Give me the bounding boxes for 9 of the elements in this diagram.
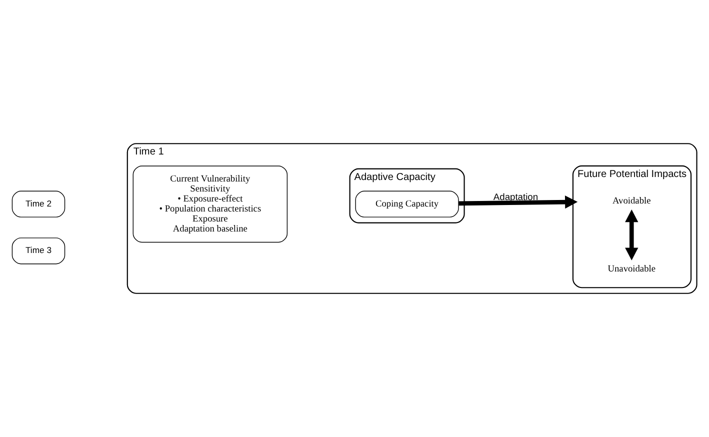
- node-box: Time 2: [12, 190, 66, 218]
- arrow: [458, 195, 578, 209]
- node-box: Time 3: [12, 238, 66, 264]
- node-box: Coping Capacity: [355, 190, 459, 218]
- node-box: Current Vulnerability Sensitivity • Exposure-effect • Population characteristics Exposure Adaptation baseline: [132, 166, 288, 243]
- arrow: [625, 210, 638, 260]
- edge-label: Adaptation: [493, 192, 538, 202]
- node-text: Unavoidable: [608, 264, 656, 274]
- node-text: Avoidable: [612, 196, 651, 207]
